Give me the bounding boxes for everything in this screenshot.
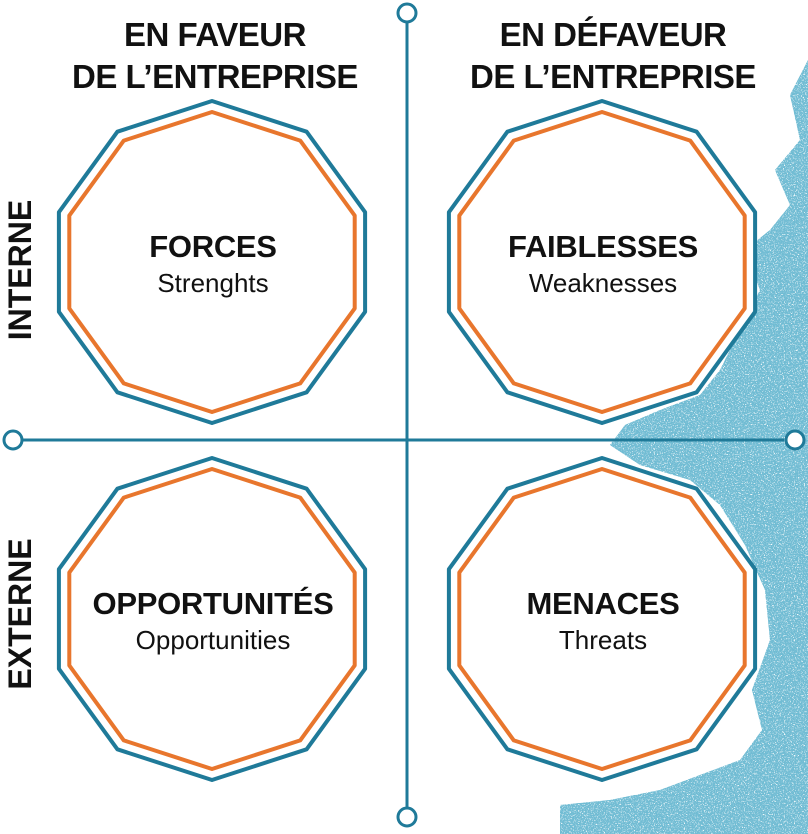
- column-header-unfavorable: EN DÉFAVEUR DE L’ENTREPRISE: [423, 14, 803, 98]
- quadrant-shape-top-right-inner-ring: [457, 110, 747, 414]
- quadrant-opportunities-title: OPPORTUNITÉS: [92, 586, 334, 621]
- quadrant-shape-top-right: [446, 99, 758, 425]
- quadrant-shape-top-left: [56, 99, 368, 425]
- row-label-external: EXTERNE: [2, 538, 38, 690]
- quadrant-shape-bottom-left-inner-ring: [67, 467, 357, 771]
- axis-endpoint-left: [2, 429, 24, 451]
- axis-endpoint-right: [784, 429, 806, 451]
- quadrant-shape-bottom-right: [446, 456, 758, 782]
- quadrant-weaknesses: FAIBLESSES Weaknesses: [453, 228, 753, 300]
- quadrant-threats-subtitle: Threats: [558, 625, 648, 655]
- quadrant-strengths-subtitle: Strenghts: [157, 268, 269, 298]
- axis-endpoint-bottom: [396, 806, 418, 828]
- quadrant-shape-bottom-right-inner-ring: [457, 467, 747, 771]
- column-header-unfavorable-line2: DE L’ENTREPRISE: [470, 58, 756, 95]
- axis-endpoint-top: [396, 2, 418, 24]
- row-label-internal: INTERNE: [2, 199, 38, 341]
- column-header-favorable-line1: EN FAVEUR: [124, 16, 306, 53]
- column-header-favorable: EN FAVEUR DE L’ENTREPRISE: [25, 14, 405, 98]
- quadrant-shape-top-left-inner-ring: [67, 110, 357, 414]
- quadrant-opportunities-subtitle: Opportunities: [135, 625, 291, 655]
- quadrant-weaknesses-title: FAIBLESSES: [508, 229, 698, 264]
- quadrant-strengths: FORCES Strenghts: [63, 228, 363, 300]
- column-header-favorable-line2: DE L’ENTREPRISE: [72, 58, 358, 95]
- quadrant-strengths-title: FORCES: [149, 229, 277, 264]
- quadrant-weaknesses-subtitle: Weaknesses: [528, 268, 678, 298]
- quadrant-shape-bottom-left: [56, 456, 368, 782]
- column-header-unfavorable-line1: EN DÉFAVEUR: [499, 16, 727, 53]
- quadrant-threats-title: MENACES: [526, 586, 680, 621]
- quadrant-threats: MENACES Threats: [453, 585, 753, 657]
- quadrant-opportunities: OPPORTUNITÉS Opportunities: [63, 585, 363, 657]
